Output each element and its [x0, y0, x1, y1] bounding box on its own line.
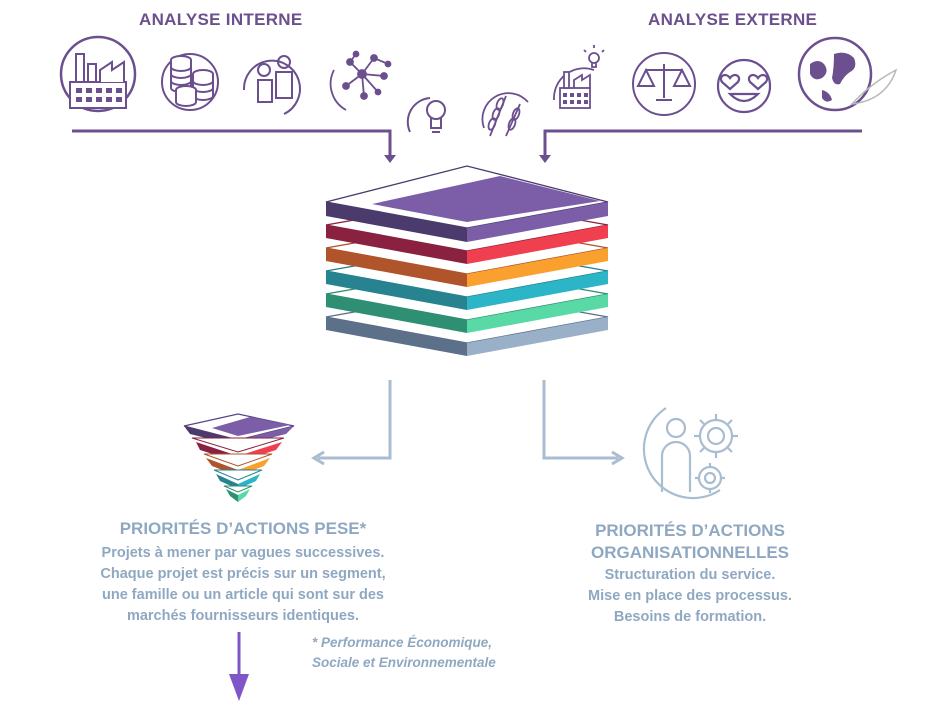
- orga-line: Structuration du service.: [604, 567, 776, 583]
- pese-heading: PRIORITÉS D’ACTIONS PESE*: [119, 519, 367, 538]
- pese-line: marchés fournisseurs identiques.: [126, 608, 360, 624]
- pese-footnote: * Performance Économique, Sociale et Env…: [312, 633, 496, 673]
- interne-arrowhead: [384, 155, 396, 163]
- layered-stack: [325, 165, 609, 356]
- factory-idea-icon: [553, 45, 605, 109]
- lightbulb-icon: [406, 97, 446, 133]
- pese-line: Chaque projet est précis sur un segment,: [100, 566, 386, 582]
- interne-connector: [72, 129, 392, 160]
- orga-line: Mise en place des processus.: [588, 588, 792, 604]
- pese-line: Projets à mener par vagues successives.: [101, 545, 385, 561]
- pese-description: Projets à mener par vagues successives. …: [58, 543, 428, 627]
- orga-connector: [542, 380, 618, 460]
- orga-heading: PRIORITÉS D’ACTIONS ORGANISATIONNELLES: [575, 520, 805, 564]
- network-icon: [329, 50, 392, 111]
- orga-description: Structuration du service. Mise en place …: [560, 565, 820, 628]
- stack-layer-purple: [325, 165, 609, 242]
- pese-line: une famille ou un article qui sont sur d…: [102, 587, 384, 603]
- funnel-icon: [183, 413, 295, 502]
- externe-arrowhead: [539, 155, 551, 163]
- orga-heading-line: PRIORITÉS D’ACTIONS: [595, 521, 785, 540]
- externe-connector: [543, 129, 862, 160]
- pese-connector: [318, 380, 392, 460]
- person-gears-icon: [642, 407, 738, 500]
- orga-heading-line: ORGANISATIONNELLES: [590, 543, 790, 562]
- next-step-arrowhead: [229, 674, 249, 701]
- orga-line: Besoins de formation.: [613, 609, 767, 625]
- wheat-icon: [481, 92, 529, 137]
- pese-arrowhead: [311, 450, 325, 466]
- love-emoji-icon: [716, 58, 772, 114]
- people-icon: [242, 55, 301, 115]
- globe-leaf-icon: [797, 36, 898, 112]
- analyse-interne-title: ANALYSE INTERNE: [139, 10, 303, 29]
- footnote-line: * Performance Économique,: [312, 635, 493, 650]
- coins-icon: [161, 53, 219, 111]
- orga-arrowhead: [611, 450, 625, 466]
- footnote-line: Sociale et Environnementale: [312, 655, 496, 670]
- factory-icon: [59, 35, 137, 113]
- analyse-externe-title: ANALYSE EXTERNE: [648, 10, 818, 29]
- scales-icon: [632, 52, 696, 116]
